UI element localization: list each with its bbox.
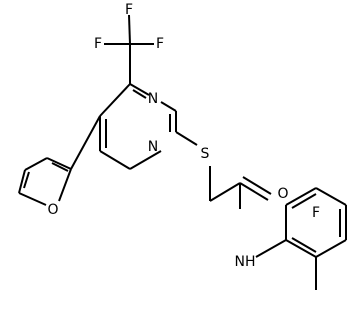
bond-aryl-1 [285,239,317,258]
bond-c4-c5 [99,150,131,170]
bond-n-aryl [255,239,287,258]
atom-n-top: N [148,91,158,107]
bond-c6-n1 [129,83,150,96]
bond-cf3-f1 [128,14,131,45]
atom-f1: F [125,2,133,18]
bond-furan-3 [18,169,26,194]
bond-furan-double-2 [51,162,69,172]
bond-aryl-4 [315,187,347,206]
atom-f-aryl: F [312,205,320,221]
atom-nh: NH [235,254,256,270]
bond-aryl-double-3 [291,193,317,209]
bond-furan-4 [24,157,48,171]
bond-co-o1 [239,182,269,201]
bond-ch2-co [209,182,241,202]
bond-furan-1 [58,168,72,202]
atom-f2: F [94,36,102,52]
bond-c6-n1-double [132,89,147,99]
bond-furan-5 [46,157,72,170]
bond-aryl-2 [315,239,347,258]
bond-c5-c6 [99,83,131,117]
bond-furan-2 [18,192,47,206]
bond-furan-double-1 [23,171,30,189]
bond-aryl-5 [285,187,317,206]
atom-n-bottom: N [148,139,158,155]
bond-co-o2 [242,176,272,195]
bond-aryl-double-1 [291,237,317,253]
atom-o-carbonyl: O [277,186,288,202]
bond-c2-s [175,131,198,146]
bond-n1-c2 [160,101,177,112]
atom-s: S [201,146,210,162]
bond-c4-furan [70,115,101,170]
bond-n3-c4 [129,150,162,170]
atom-f3: F [156,36,164,52]
atom-o-furan: O [47,202,58,218]
